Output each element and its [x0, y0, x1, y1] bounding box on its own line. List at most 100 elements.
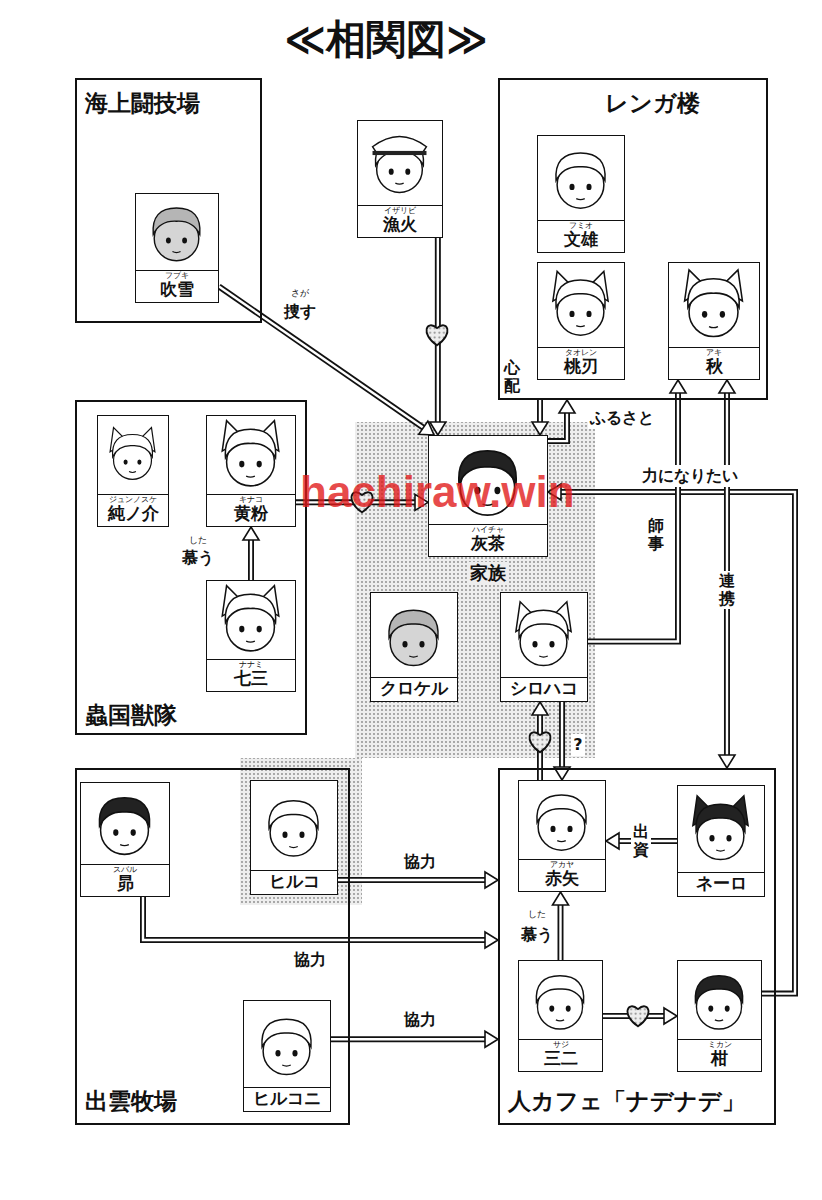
name-plate: ネーロ	[678, 872, 764, 896]
portrait-face	[678, 786, 763, 871]
relation-label: 連携	[717, 571, 737, 608]
portrait-face	[244, 1001, 329, 1086]
name-plate: タオレン桃刃	[538, 347, 624, 379]
name-plate: サジ三二	[519, 1039, 602, 1071]
group-heading: 出雲牧場	[85, 1088, 177, 1116]
arrow-head	[243, 527, 259, 540]
relation-label: 協力	[292, 949, 328, 970]
character-name: クロケル	[380, 679, 448, 699]
furigana: フミオ	[569, 222, 593, 231]
diagram-title: ≪相関図≫	[284, 16, 488, 62]
furigana: アキ	[706, 349, 722, 358]
name-plate: キナコ黄粉	[207, 494, 295, 526]
heart-symbol	[529, 732, 550, 752]
character-name: 柑	[711, 1049, 728, 1069]
relation-label: 慕う	[180, 547, 216, 568]
arrow-head	[664, 1008, 677, 1024]
arrow-core	[548, 412, 567, 441]
character-portrait: フミオ文雄	[537, 135, 625, 253]
arrow-head	[553, 892, 569, 905]
furigana: スバル	[113, 866, 137, 875]
relation-label: 心配	[502, 358, 522, 395]
relation-label: 捜す	[282, 301, 318, 322]
group-heading: 人カフェ「ナデナデ」	[508, 1088, 745, 1116]
name-plate: スバル昴	[81, 864, 169, 896]
character-name: ヒルコ	[269, 872, 320, 892]
group-heading: レンガ楼	[605, 90, 700, 118]
character-portrait: タオレン桃刃	[537, 262, 625, 380]
group-box: アカヤ赤矢ネーロサジ三二ミカン柑人カフェ「ナデナデ」	[498, 768, 776, 1125]
relation-arrow	[588, 380, 686, 642]
arrow-head	[719, 755, 735, 768]
arrow-head	[719, 380, 735, 393]
arrow-head	[485, 1031, 498, 1047]
group-box: ジュンノスケ純ノ介キナコ黄粉ナナミ七三蟲国獣隊	[75, 400, 307, 735]
character-name: 三二	[544, 1049, 578, 1069]
relation-arrow	[219, 287, 434, 436]
arrow-head	[532, 422, 548, 435]
character-portrait: ジュンノスケ純ノ介	[97, 415, 169, 527]
character-name: 純ノ介	[108, 504, 159, 524]
character-portrait: ハイチャ灰茶	[428, 435, 548, 557]
portrait-face	[207, 416, 294, 493]
arrow-outline	[548, 412, 567, 441]
name-plate: アカヤ赤矢	[519, 859, 605, 891]
relation-label: 師事	[646, 516, 666, 553]
portrait-face	[81, 783, 168, 863]
portrait-face	[251, 781, 336, 869]
furigana: した	[528, 910, 546, 920]
furigana: サジ	[553, 1041, 569, 1050]
relation-arrow	[553, 892, 569, 960]
arrow-core	[559, 904, 561, 960]
relation-label: 協力	[402, 1009, 438, 1030]
character-name: ヒルコニ	[253, 1089, 321, 1109]
name-plate: ジュンノスケ純ノ介	[98, 494, 168, 526]
group-box: フブキ吹雪海上闘技場	[75, 78, 262, 323]
arrow-head	[548, 484, 561, 500]
relation-label: ふるさと	[588, 407, 656, 428]
character-name: 吹雪	[160, 280, 194, 300]
arrow-head	[532, 702, 548, 715]
arrow-outline	[724, 392, 730, 756]
character-portrait: サジ三二	[518, 960, 603, 1072]
name-plate: フブキ吹雪	[136, 270, 218, 302]
furigana: イザリビ	[384, 207, 416, 216]
character-portrait: ネーロ	[677, 785, 765, 897]
arrow-head	[670, 380, 686, 393]
arrow-core	[219, 287, 424, 429]
name-plate: シロハコ	[501, 677, 587, 701]
relation-arrow	[606, 833, 677, 849]
relation-label: 慕う	[519, 924, 555, 945]
relation-arrow	[548, 400, 575, 441]
character-portrait: ナナミ七三	[206, 580, 296, 692]
arrow-head	[485, 872, 498, 888]
character-name: 秋	[706, 357, 723, 377]
arrow-outline	[558, 904, 564, 960]
arrow-core	[539, 400, 541, 423]
name-plate: ヒルコニ	[244, 1087, 330, 1111]
portrait-face	[429, 436, 546, 523]
character-name: 漁火	[383, 215, 417, 235]
arrow-outline	[588, 392, 678, 642]
arrow-head	[559, 400, 575, 413]
name-plate: クロケル	[371, 677, 457, 701]
group-box: スバル昴 ヒルコヒルコニ 出雲牧場	[75, 768, 350, 1125]
character-name: 灰茶	[471, 534, 505, 554]
portrait-face	[371, 593, 456, 676]
arrow-core	[561, 702, 563, 768]
family-label: 家族	[467, 562, 509, 584]
furigana: キナコ	[239, 496, 263, 505]
name-plate: ナナミ七三	[207, 659, 295, 691]
character-name: ネーロ	[696, 874, 747, 894]
character-name: 七三	[234, 669, 268, 689]
arrow-head	[485, 932, 498, 948]
portrait-face	[501, 593, 586, 676]
relation-label: 協力	[402, 851, 438, 872]
relation-arrow	[532, 400, 548, 435]
arrow-outline	[559, 702, 565, 768]
relation-arrow	[548, 484, 795, 994]
furigana: ナナミ	[239, 661, 263, 670]
relation-label: ?	[571, 734, 584, 755]
arrow-core	[618, 840, 677, 842]
character-portrait: フブキ吹雪	[135, 193, 219, 303]
